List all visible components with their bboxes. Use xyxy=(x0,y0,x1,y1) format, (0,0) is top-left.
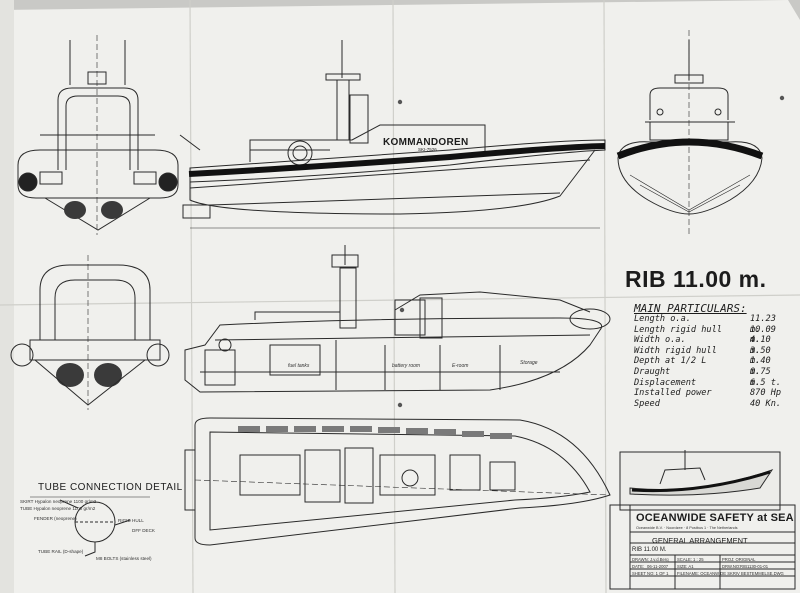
particular-value: 11.23 m. xyxy=(750,314,776,335)
particular-row: Length rigid hull 10.09 m. xyxy=(634,324,784,346)
drawing-type: GENERAL ARRANGEMENT xyxy=(652,536,748,545)
tube-detail-title: TUBE CONNECTION DETAIL xyxy=(38,482,183,493)
particular-row: Length o.a. 11.23 m. xyxy=(634,314,784,335)
tube-note: M8 BOLTS (stainless steel) xyxy=(96,556,152,561)
particular-row: Speed 40 Kn. xyxy=(634,399,784,410)
interior-profile xyxy=(184,245,611,393)
particular-label: Width o.a. xyxy=(634,335,686,346)
tube-note: RIGID HULL xyxy=(118,518,144,523)
sheet-label: SHEET NO: 1 OF 1 xyxy=(632,571,669,576)
paper-edge xyxy=(0,0,14,593)
particular-value: 4.10 m. xyxy=(750,335,771,356)
model-name: RIB 11.00 M. xyxy=(632,547,667,553)
particular-value: 40 Kn. xyxy=(750,398,782,409)
date-value: 06-11-2007 xyxy=(647,564,669,569)
particular-label: Length rigid hull xyxy=(634,324,722,335)
room-label-battery: battery room xyxy=(392,363,421,369)
particular-row: Draught 0.75 m. xyxy=(634,366,784,388)
room-label-fuel: fuel tanks xyxy=(288,363,310,369)
company-address: Oceanwide B.V. · Noordzee · 8 Postbus 1 … xyxy=(636,526,738,530)
drawing-no: RIB1130-01-01 xyxy=(740,564,769,569)
room-label-storage: Storage xyxy=(520,360,538,366)
particular-label: Displacement xyxy=(634,377,697,388)
tube-note: TUBE RAIL (D-shape) xyxy=(38,549,84,554)
particular-value: 3.50 m. xyxy=(750,345,771,367)
tube-note: TUBE Hypalon neoprene 1100 gr/m2 xyxy=(20,506,96,511)
tube-detail-drawing xyxy=(30,496,150,557)
room-label-eroom: E-room xyxy=(452,363,469,369)
particular-value: 10.09 m. xyxy=(750,324,776,346)
particular-row: Installed power 870 Hp xyxy=(634,388,784,399)
particular-value: 6.5 t. xyxy=(750,377,782,388)
size-label: SIZE: A1 xyxy=(677,564,694,569)
hull-stripe xyxy=(188,143,606,177)
scale-label: SCALE: 1 : 25 xyxy=(677,557,704,562)
particulars-table: Length o.a. 11.23 m. Length rigid hull 10.0… xyxy=(634,314,784,409)
proj-label: PROJ: ORIGINAL xyxy=(722,557,756,562)
tube-note: DFF DECK xyxy=(132,528,155,533)
title-block-frame xyxy=(609,504,796,590)
stern-view xyxy=(17,35,179,235)
profile-view xyxy=(179,40,606,229)
company-name: OCEANWIDE SAFETY at SEA xyxy=(636,512,794,524)
particular-row: Width rigid hull 3.50 m. xyxy=(634,345,784,367)
particulars-heading: MAIN PARTICULARS: xyxy=(634,302,747,315)
boat-subtitle: SKI-7526 xyxy=(418,147,437,152)
particular-label: Length o.a. xyxy=(634,314,691,324)
plan-tube-segments xyxy=(238,426,512,439)
particular-row: Depth at 1/2 L 1.40 m. xyxy=(634,356,784,377)
section-view xyxy=(10,255,170,410)
particular-label: Installed power xyxy=(634,388,712,399)
binding-holes xyxy=(397,95,785,408)
boat-thumbnail xyxy=(619,450,781,511)
particular-label: Width rigid hull xyxy=(634,345,717,356)
particular-label: Draught xyxy=(634,366,671,377)
particular-label: Depth at 1/2 L xyxy=(634,356,707,367)
particular-value: 0.75 m. xyxy=(750,366,771,388)
date-label: DATE: xyxy=(632,564,645,569)
tube-note: FENDER (neoprene) xyxy=(34,516,77,521)
boat-name: KOMMANDOREN xyxy=(383,137,469,148)
tube-note: SKIRT Hypalon neoprene 1100 gr/m2 xyxy=(20,499,97,504)
bow-stripe xyxy=(616,138,764,160)
plan-view xyxy=(184,417,611,546)
particular-label: Speed xyxy=(634,398,660,409)
particular-row: Displacement 6.5 t. xyxy=(634,378,784,389)
drawn-value: J.v.d.Berg xyxy=(650,557,669,562)
particular-value: 1.40 m. xyxy=(750,356,771,377)
particular-row: Width o.a. 4.10 m. xyxy=(634,335,784,356)
particular-value: 870 Hp xyxy=(750,388,782,399)
drawn-label: DRAWN: xyxy=(632,557,649,562)
drawing-no-label: DRW.NO: xyxy=(722,564,741,569)
filename-label: FILENAME: OCEANWIDE SKRIV BESTEMMELSE.DW… xyxy=(677,571,784,576)
drawing-title: RIB 11.00 m. xyxy=(625,266,767,292)
